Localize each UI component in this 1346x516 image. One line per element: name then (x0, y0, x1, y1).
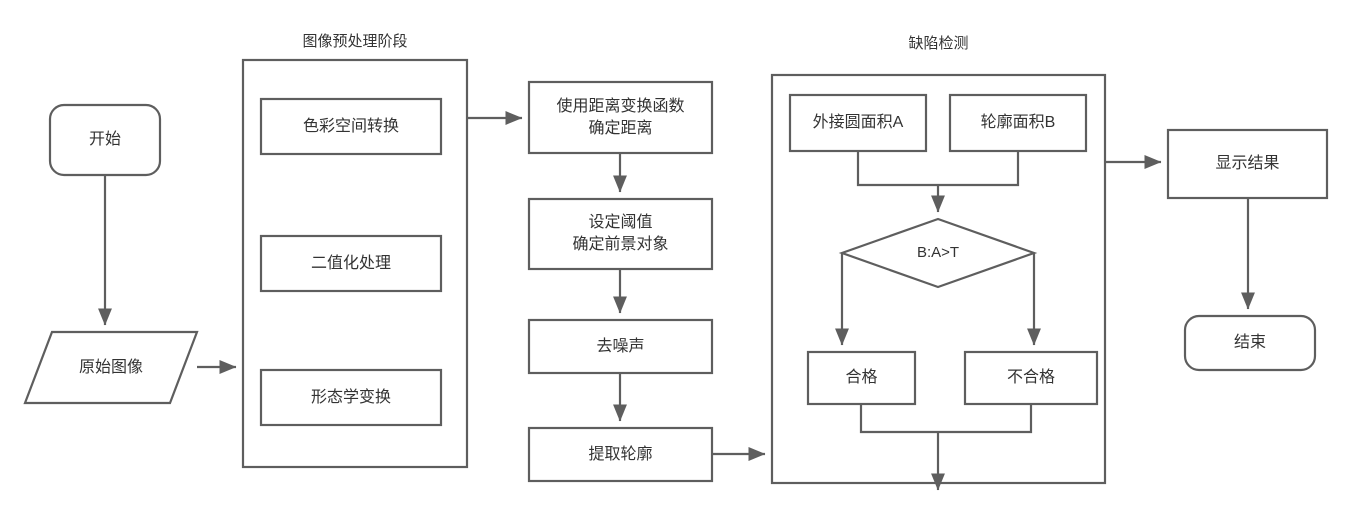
group-title-preprocess: 图像预处理阶段 (302, 32, 408, 50)
group-preprocess-container (241, 58, 469, 469)
edge-contour-area-to-merge (938, 151, 1020, 187)
node-contour-area-shape[interactable] (948, 93, 1088, 153)
node-color-space-shape[interactable] (259, 97, 443, 156)
node-show-result-shape[interactable] (1166, 128, 1329, 200)
node-start-shape[interactable] (48, 103, 162, 177)
node-circle-area-shape[interactable] (788, 93, 928, 153)
group-title-defect: 缺陷检测 (908, 34, 969, 52)
node-denoise-shape[interactable] (527, 318, 714, 375)
node-extract-contour-shape[interactable] (527, 426, 714, 483)
node-distance-transform-shape[interactable] (527, 80, 714, 155)
node-morphology-shape[interactable] (259, 368, 443, 427)
node-end-shape[interactable] (1183, 314, 1317, 372)
edge-circle-area-to-merge (856, 151, 938, 187)
node-fail-shape[interactable] (963, 350, 1099, 406)
edge-fail-to-exit-merge (938, 404, 1033, 434)
node-pass-shape[interactable] (806, 350, 917, 406)
node-decision-shape[interactable] (838, 217, 1038, 289)
edge-pass-to-exit-merge (859, 404, 938, 434)
node-threshold-shape[interactable] (527, 197, 714, 271)
node-original-image-shape[interactable] (23, 330, 199, 405)
node-binarization-shape[interactable] (259, 234, 443, 293)
